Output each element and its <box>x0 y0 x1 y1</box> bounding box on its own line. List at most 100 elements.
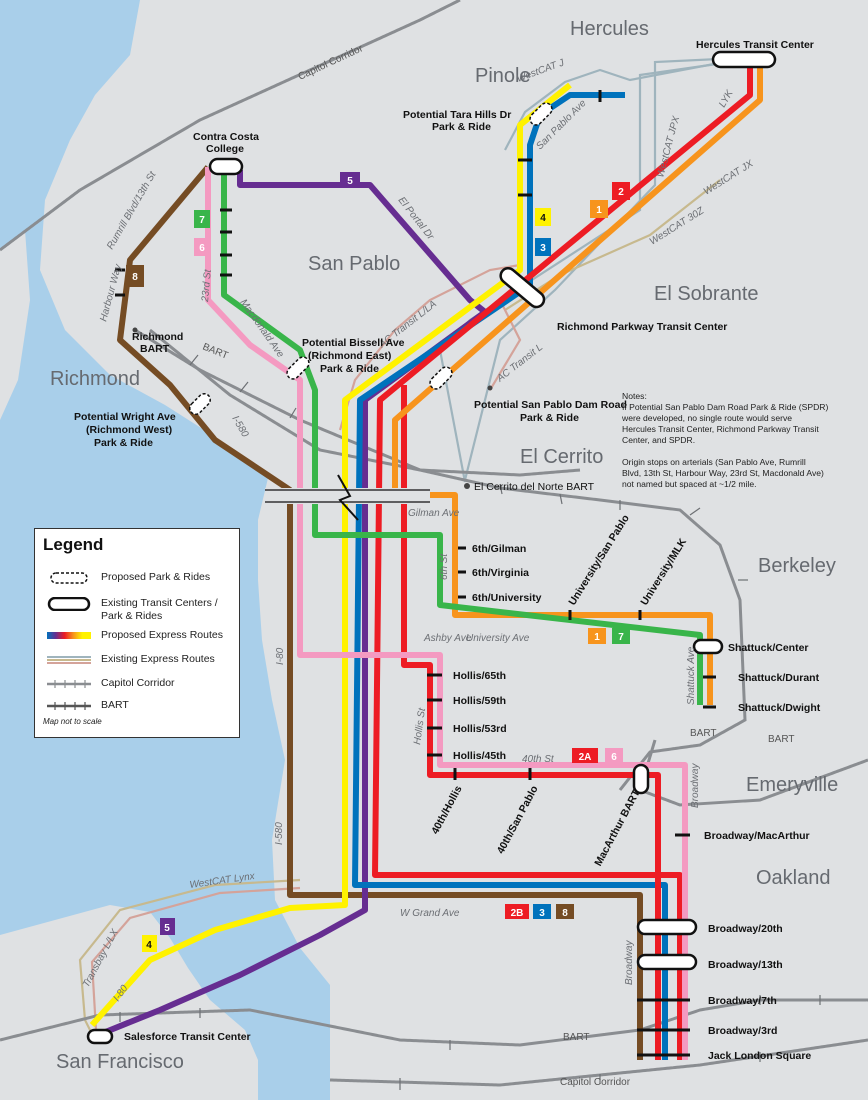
legend-title: Legend <box>43 535 104 554</box>
bissell-pr-marker <box>286 356 310 380</box>
bart-richmond-line <box>134 328 747 791</box>
badge-1-north: 1 <box>590 200 608 218</box>
svg-text:Hollis/59th: Hollis/59th <box>453 695 506 707</box>
city-oakland: Oakland <box>756 867 831 889</box>
svg-text:Richmond Parkway Transit Cente: Richmond Parkway Transit Center <box>557 321 727 333</box>
badge-2-north: 2 <box>612 182 630 200</box>
salesforce-tc-marker <box>86 1028 114 1045</box>
el-cerrito-del-norte-dot <box>464 483 470 489</box>
badge-1-university: 1 <box>588 628 606 644</box>
svg-text:Richmond: Richmond <box>132 331 183 343</box>
svg-text:Park & Ride: Park & Ride <box>520 412 579 424</box>
spdr-pr-marker <box>429 366 453 390</box>
badge-5-sf: 5 <box>160 918 175 935</box>
svg-text:Hollis/53rd: Hollis/53rd <box>453 723 507 735</box>
svg-text:Gilman Ave: Gilman Ave <box>408 508 460 519</box>
legend-existing-express: Existing Express Routes <box>47 653 215 665</box>
shattuck-center-marker <box>692 638 724 655</box>
capitol-corridor-east <box>149 328 581 477</box>
land-san-francisco <box>0 905 258 1100</box>
badge-8-grand: 8 <box>556 904 574 919</box>
svg-text:Potential Tara Hills Dr: Potential Tara Hills Dr <box>403 109 511 121</box>
wright-pr-marker <box>189 393 211 415</box>
svg-text:Hercules Transit Center: Hercules Transit Center <box>696 39 814 51</box>
svg-text:Broadway: Broadway <box>690 763 701 808</box>
svg-text:BART: BART <box>140 343 170 355</box>
legend-not-to-scale: Map not to scale <box>43 717 102 726</box>
svg-text:Ashby Ave: Ashby Ave <box>423 633 472 644</box>
svg-text:Broadway/7th: Broadway/7th <box>708 995 777 1007</box>
svg-text:2B: 2B <box>511 908 524 919</box>
badge-6-40th: 6 <box>605 748 623 763</box>
badge-2b-grand: 2B <box>505 904 529 919</box>
svg-text:W Grand Ave: W Grand Ave <box>400 908 460 919</box>
richmond-parkway-tc-marker <box>499 266 546 309</box>
svg-text:Park & Ride: Park & Ride <box>94 437 153 449</box>
svg-text:23rd St: 23rd St <box>200 268 214 303</box>
svg-text:Shattuck Ave: Shattuck Ave <box>686 646 697 705</box>
svg-text:Origin stops on arterials (San: Origin stops on arterials (San Pablo Ave… <box>622 457 806 467</box>
svg-text:I-80: I-80 <box>275 647 286 665</box>
capitol-corridor-line <box>0 0 461 252</box>
svg-text:Broadway/3rd: Broadway/3rd <box>708 1025 777 1037</box>
land-marin <box>0 230 30 420</box>
badge-4-north: 4 <box>535 208 551 226</box>
svg-text:Potential Bissell Ave: Potential Bissell Ave <box>302 337 405 349</box>
svg-text:Hollis/45th: Hollis/45th <box>453 750 506 762</box>
svg-text:1: 1 <box>596 205 602 216</box>
svg-text:Shattuck/Durant: Shattuck/Durant <box>738 672 820 684</box>
badge-3-north: 3 <box>535 238 551 256</box>
richmond-bart-dot <box>132 327 138 333</box>
legend: Legend Proposed Park & Rides Existing Tr… <box>34 528 240 738</box>
svg-text:Potential San Pablo Dam Road: Potential San Pablo Dam Road <box>474 399 627 411</box>
macarthur-bart-marker <box>632 763 650 795</box>
svg-text:El Cerrito del Norte BART: El Cerrito del Norte BART <box>474 481 595 493</box>
svg-text:6th/University: 6th/University <box>472 592 542 604</box>
svg-text:Blvd, 13th St, Harbour Way, 23: Blvd, 13th St, Harbour Way, 23rd St, Mac… <box>622 468 824 478</box>
legend-proposed-pr: Proposed Park & Rides <box>47 571 235 585</box>
broadway-13th-marker <box>636 953 698 971</box>
badge-3-grand: 3 <box>533 904 551 919</box>
svg-text:Broadway/MacArthur: Broadway/MacArthur <box>704 830 810 842</box>
svg-text:BART: BART <box>690 728 717 739</box>
svg-text:Park & Ride: Park & Ride <box>432 121 491 133</box>
svg-text:4: 4 <box>146 940 152 951</box>
svg-text:University Ave: University Ave <box>466 633 530 644</box>
proposed-park-rides <box>189 102 553 415</box>
legend-bart: BART <box>47 699 129 711</box>
city-el-sobrante: El Sobrante <box>654 283 759 305</box>
svg-text:Jack London Square: Jack London Square <box>708 1050 811 1062</box>
city-emeryville: Emeryville <box>746 774 838 796</box>
city-berkeley: Berkeley <box>758 555 836 577</box>
city-san-francisco: San Francisco <box>56 1051 184 1073</box>
legend-proposed-express: Proposed Express Routes <box>47 629 235 643</box>
svg-text:2A: 2A <box>579 752 592 763</box>
svg-text:6: 6 <box>199 243 205 254</box>
badge-6-west: 6 <box>194 238 210 256</box>
city-richmond: Richmond <box>50 368 140 390</box>
svg-text:40th St: 40th St <box>522 754 555 765</box>
svg-text:Park & Ride: Park & Ride <box>320 363 379 375</box>
svg-text:5: 5 <box>164 923 170 934</box>
contra-costa-college-marker <box>208 157 244 176</box>
svg-text:Shattuck/Dwight: Shattuck/Dwight <box>738 702 821 714</box>
svg-text:not named but spaced at ~1/2 m: not named but spaced at ~1/2 mile. <box>622 479 756 489</box>
svg-text:Potential Wright Ave: Potential Wright Ave <box>74 411 176 423</box>
svg-text:3: 3 <box>539 908 545 919</box>
city-san-pablo: San Pablo <box>308 253 400 275</box>
svg-text:Hollis/65th: Hollis/65th <box>453 670 506 682</box>
badge-7-university: 7 <box>612 628 630 644</box>
legend-existing-tc: Existing Transit Centers / Park & Rides <box>47 597 235 623</box>
gap-break <box>265 474 430 521</box>
badge-2a-40th: 2A <box>572 748 598 763</box>
city-pinole: Pinole <box>475 65 531 87</box>
tara-hills-pr-marker <box>529 102 553 126</box>
broadway-20th-marker <box>636 918 698 936</box>
svg-text:Capitol Corridor: Capitol Corridor <box>560 1077 631 1088</box>
svg-text:7: 7 <box>618 632 624 643</box>
badge-8-west: 8 <box>126 265 144 287</box>
city-labels: Hercules Pinole San Pablo El Sobrante Ri… <box>50 18 838 1073</box>
svg-text:Hollis St: Hollis St <box>412 706 428 745</box>
svg-text:6th/Gilman: 6th/Gilman <box>472 543 526 555</box>
svg-text:Broadway/20th: Broadway/20th <box>708 923 783 935</box>
